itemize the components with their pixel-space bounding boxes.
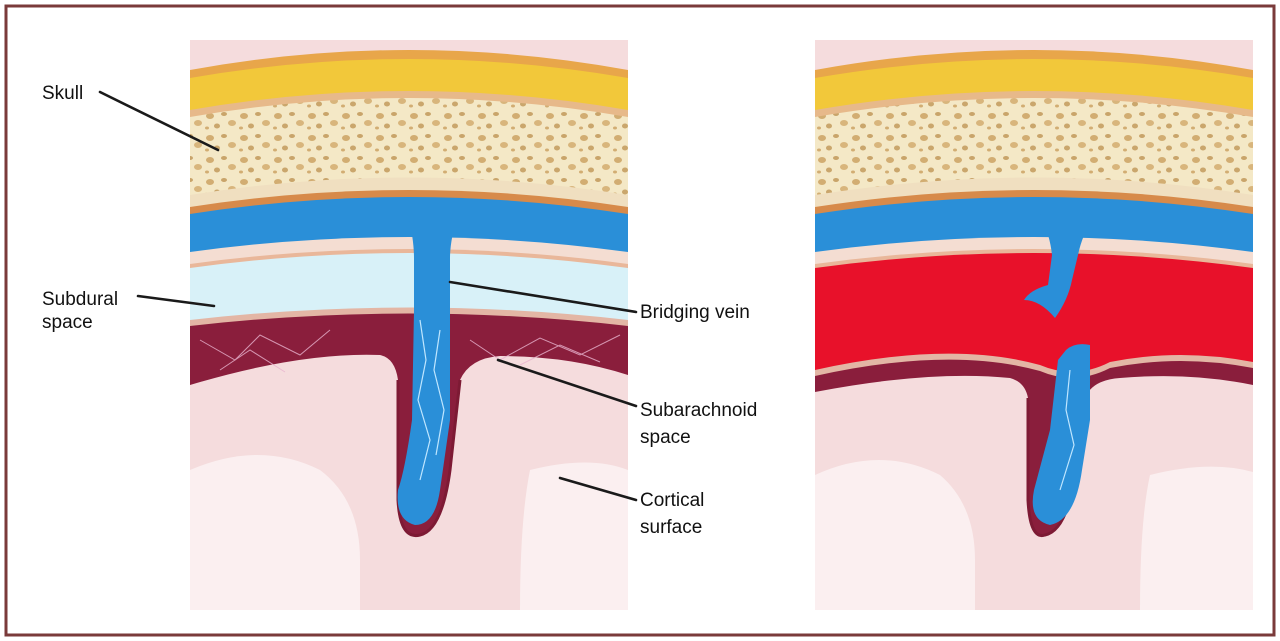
normal-panel: [190, 40, 628, 610]
white-matter-right: [520, 463, 628, 611]
label-subarachnoid-2: space: [640, 427, 691, 448]
label-subarachnoid-1: Subarachnoid: [640, 400, 757, 421]
label-subdural-2: space: [42, 312, 93, 333]
label-bridging-vein: Bridging vein: [640, 302, 750, 323]
label-skull: Skull: [42, 83, 83, 104]
label-cortical-1: Cortical: [640, 490, 704, 511]
white-matter-right-r: [1140, 467, 1253, 610]
torn-vein-panel: [815, 40, 1253, 610]
label-subdural-1: Subdural: [42, 289, 118, 310]
label-cortical-2: surface: [640, 517, 702, 538]
